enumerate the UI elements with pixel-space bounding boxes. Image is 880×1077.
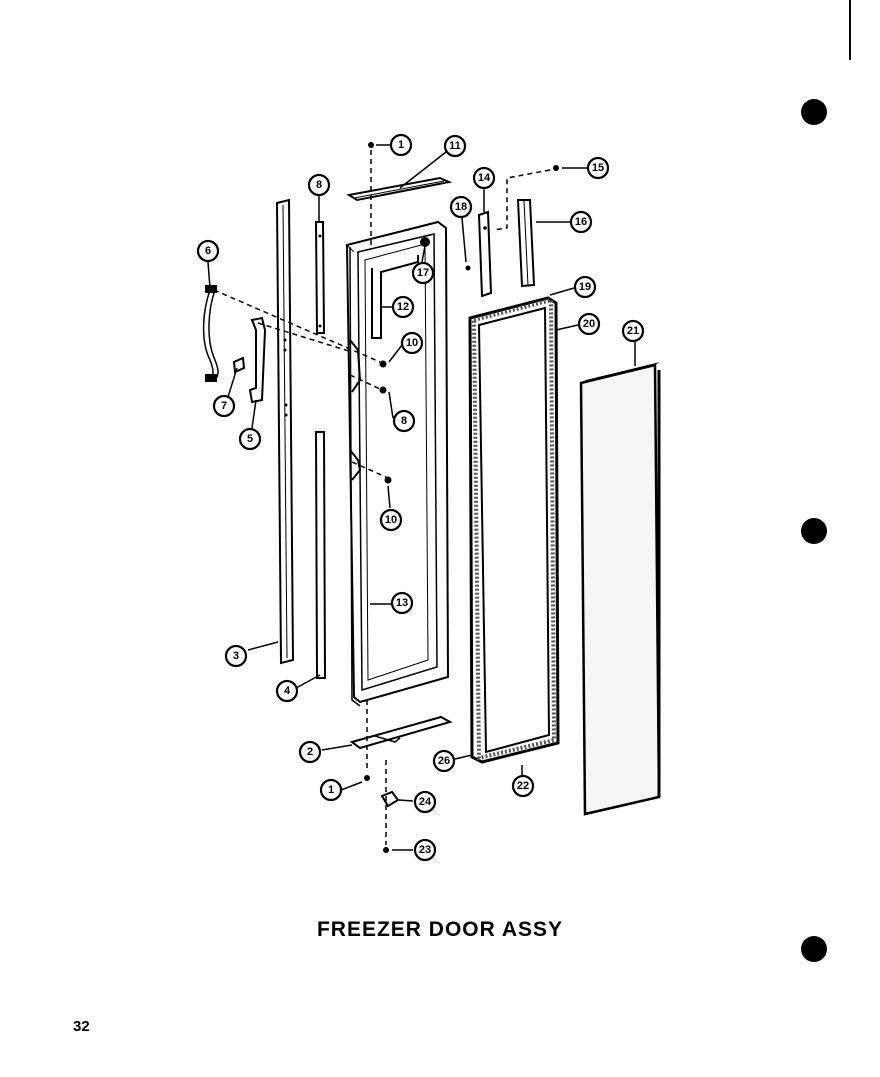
callout-8-middle: 8: [392, 409, 416, 433]
screw-10a: [379, 360, 387, 368]
svg-text:7: 7: [221, 400, 227, 412]
svg-text:10: 10: [406, 337, 418, 349]
part-handle: [202, 285, 219, 382]
svg-text:17: 17: [417, 267, 429, 279]
leader-lines: [207, 144, 636, 851]
callout-23: 23: [413, 838, 437, 862]
svg-text:14: 14: [478, 172, 491, 184]
screw-15: [553, 165, 559, 171]
svg-text:26: 26: [438, 755, 450, 767]
svg-text:6: 6: [205, 245, 211, 257]
binder-hole-bottom: [801, 936, 827, 962]
callout-15: 15: [586, 156, 610, 180]
callout-21: 21: [621, 319, 645, 343]
callout-3: 3: [224, 644, 248, 668]
callout-10-lower: 10: [379, 508, 403, 532]
callout-20: 20: [577, 312, 601, 336]
svg-text:2: 2: [307, 746, 313, 758]
svg-text:20: 20: [583, 318, 595, 330]
part-strip-upper: [314, 221, 326, 334]
screw-bottom-left: [364, 775, 370, 781]
screw-8b: [379, 386, 387, 394]
part-angle-strip: [516, 199, 536, 288]
svg-text:8: 8: [316, 179, 322, 191]
callout-24: 24: [413, 790, 437, 814]
screw-top: [368, 142, 374, 148]
svg-text:10: 10: [385, 514, 397, 526]
callout-5: 5: [238, 427, 262, 451]
svg-text:13: 13: [396, 597, 408, 609]
part-clip: [232, 356, 246, 374]
callout-10-upper: 10: [400, 331, 424, 355]
callout-7: 7: [212, 394, 236, 418]
svg-text:15: 15: [592, 162, 604, 174]
part-hinge-pin: [380, 790, 400, 808]
callout-1-top: 1: [389, 133, 413, 157]
callout-16: 16: [569, 210, 593, 234]
svg-text:23: 23: [419, 844, 431, 856]
callout-22: 22: [511, 774, 535, 798]
callout-14: 14: [472, 166, 496, 190]
screw-bottom: [383, 847, 389, 853]
part-bottom-cap: [349, 715, 453, 750]
assembly-line: [492, 169, 551, 231]
callout-2: 2: [298, 740, 322, 764]
svg-text:21: 21: [627, 325, 639, 337]
svg-text:5: 5: [247, 433, 253, 445]
svg-text:3: 3: [233, 650, 239, 662]
callout-6: 6: [196, 239, 220, 263]
svg-text:24: 24: [419, 796, 432, 808]
screw-18: [465, 265, 471, 271]
part-small-plate: [477, 210, 493, 298]
part-bracket: [248, 316, 267, 404]
callout-4: 4: [275, 679, 299, 703]
diagram-title: FREEZER DOOR ASSY: [316, 918, 564, 941]
callout-17: 17: [411, 261, 435, 285]
svg-text:11: 11: [449, 140, 461, 152]
callout-13: 13: [390, 591, 414, 615]
callout-19: 19: [573, 275, 597, 299]
callout-8-top: 8: [307, 173, 331, 197]
svg-text:8: 8: [401, 415, 407, 427]
svg-text:12: 12: [397, 301, 409, 313]
part-door-panel: [579, 362, 661, 816]
svg-text:1: 1: [398, 139, 404, 151]
callout-18: 18: [449, 195, 473, 219]
part-strip-lower: [314, 431, 327, 679]
part-trim-strip-left: [275, 198, 295, 665]
page-number: 32: [73, 1018, 90, 1035]
svg-text:22: 22: [517, 780, 529, 792]
svg-text:18: 18: [455, 201, 467, 213]
part-door-gasket: [468, 296, 560, 764]
svg-text:16: 16: [575, 216, 587, 228]
part-door-liner: [345, 220, 450, 707]
assembly-line: [349, 374, 381, 390]
callout-1-bottom: 1: [319, 778, 343, 802]
assembly-line: [213, 289, 381, 363]
callout-11: 11: [443, 134, 467, 158]
svg-text:19: 19: [579, 281, 591, 293]
binder-hole-top: [801, 99, 827, 125]
callout-26: 26: [432, 749, 456, 773]
callout-12: 12: [391, 295, 415, 319]
binder-hole-middle: [801, 518, 827, 544]
svg-text:1: 1: [328, 784, 334, 796]
assembly-line: [351, 461, 389, 479]
assembly-line: [257, 322, 353, 353]
svg-text:4: 4: [284, 685, 291, 697]
screw-10b: [384, 476, 392, 484]
part-top-cap: [346, 176, 453, 202]
